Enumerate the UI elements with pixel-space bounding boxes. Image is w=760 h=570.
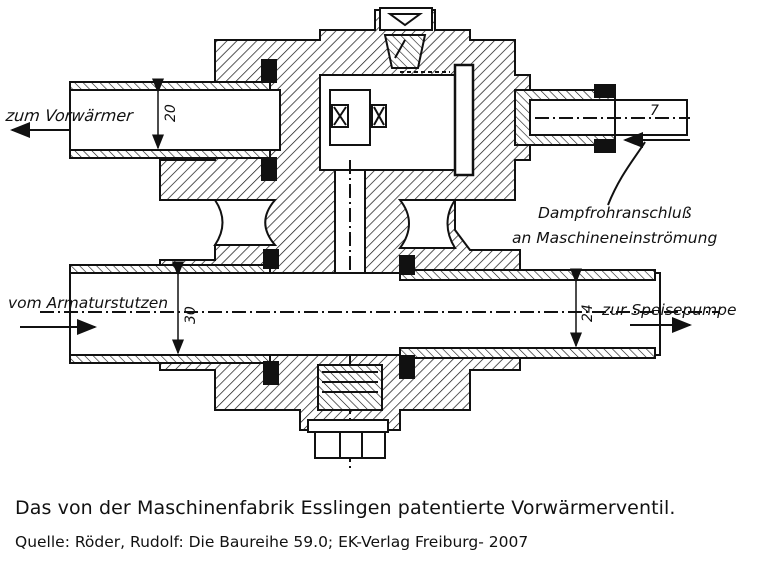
label-dampfrohr-line2: an Maschineneinströmung bbox=[512, 229, 717, 247]
lower-pipe bbox=[40, 249, 720, 385]
flow-arrows bbox=[10, 122, 692, 335]
top-plug bbox=[379, 7, 433, 69]
steam-pipe bbox=[514, 84, 690, 153]
upper-pipe bbox=[69, 59, 281, 181]
figure-caption-title: Das von der Maschinenfabrik Esslingen pa… bbox=[15, 497, 676, 519]
valve-cross-section-drawing: zum Vorwärmer Dampfrohranschluß an Masch… bbox=[4, 7, 737, 470]
valve-chamber bbox=[319, 63, 475, 177]
dimension-marks bbox=[152, 78, 582, 355]
label-zum-vorwaermer: zum Vorwärmer bbox=[4, 106, 135, 125]
bottom-plug bbox=[307, 364, 389, 459]
label-zur-speisepumpe: zur Speisepumpe bbox=[601, 301, 737, 319]
dim-upper-pipe: 20 bbox=[163, 104, 179, 122]
label-dampfrohr-line1: Dampfrohranschluß bbox=[538, 204, 692, 222]
label-vom-armaturstutzen: vom Armaturstutzen bbox=[8, 294, 168, 312]
figure-caption-source: Quelle: Röder, Rudolf: Die Baureihe 59.0… bbox=[15, 533, 529, 551]
dim-steam-pipe: 7 bbox=[650, 103, 659, 119]
dim-lower-pipe-left: 30 bbox=[183, 306, 199, 324]
dim-lower-pipe-right: 24 bbox=[580, 304, 596, 322]
